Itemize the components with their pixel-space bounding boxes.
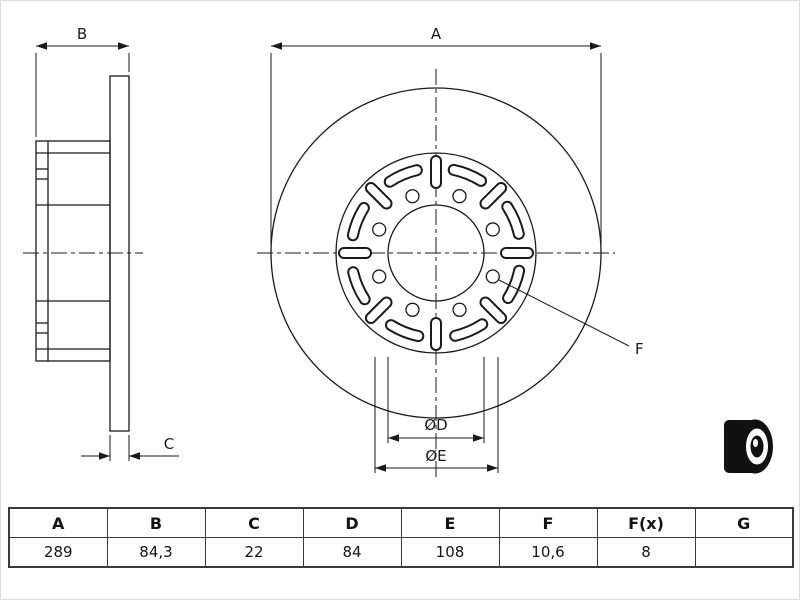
- table-value: 108: [400, 537, 500, 568]
- technical-drawing: A B C ØD ØE F: [23, 25, 773, 481]
- dim-c-label: C: [164, 435, 174, 453]
- table-value: 84: [302, 537, 402, 568]
- front-view: [257, 69, 615, 481]
- bolt-hole: [405, 302, 420, 317]
- outer-diameter-circle: [270, 87, 602, 419]
- slot-pattern: [338, 155, 534, 351]
- dim-b-label: B: [77, 25, 87, 43]
- dimensions: [35, 42, 630, 473]
- bolt-hole: [372, 269, 387, 284]
- center-bore-circle: [387, 204, 485, 302]
- dim-f-leader: [498, 279, 630, 347]
- table-header: A: [8, 507, 108, 538]
- table-header: F: [498, 507, 598, 538]
- hub-face-circle: [335, 152, 537, 354]
- table-value: 8: [596, 537, 696, 568]
- dim-f-label: F: [635, 340, 644, 358]
- bolt-hole: [485, 222, 500, 237]
- table-header: G: [694, 507, 794, 538]
- side-view: [23, 75, 143, 432]
- table-header: C: [204, 507, 304, 538]
- dim-e-label: ØE: [425, 447, 446, 465]
- table-value: [694, 537, 794, 568]
- bolt-hole: [485, 269, 500, 284]
- table-header-row: A B C D E F F(x) G: [8, 507, 794, 538]
- table-header: F(x): [596, 507, 696, 538]
- dim-e: [374, 357, 499, 473]
- hat-section: [35, 140, 111, 362]
- table-value: 22: [204, 537, 304, 568]
- dim-b: [35, 42, 130, 137]
- table-value-row: 289 84,3 22 84 108 10,6 8: [8, 537, 794, 568]
- dim-a-label: A: [431, 25, 442, 43]
- dim-a: [270, 42, 602, 247]
- bolt-hole: [452, 189, 467, 204]
- dim-d-label: ØD: [424, 416, 447, 434]
- table-value: 84,3: [106, 537, 206, 568]
- table-header: B: [106, 507, 206, 538]
- dim-c: [81, 435, 179, 461]
- bolt-hole: [405, 189, 420, 204]
- table-header: D: [302, 507, 402, 538]
- dim-d: [387, 357, 485, 443]
- table-header: E: [400, 507, 500, 538]
- disc-icon: [724, 419, 773, 474]
- table-value: 10,6: [498, 537, 598, 568]
- table-value: 289: [8, 537, 108, 568]
- dimension-table: A B C D E F F(x) G 289 84,3 22 84 108 10…: [8, 507, 794, 568]
- bolt-hole: [372, 222, 387, 237]
- bolt-hole: [452, 302, 467, 317]
